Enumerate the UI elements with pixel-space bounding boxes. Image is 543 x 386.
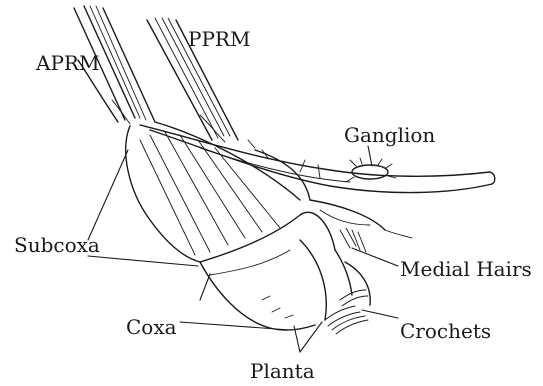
label-planta: Planta — [250, 359, 315, 383]
label-ganglion: Ganglion — [344, 123, 435, 147]
label-subcoxa: Subcoxa — [14, 233, 100, 257]
medial-hairs-shape — [320, 210, 370, 252]
coxa-segment — [200, 212, 335, 330]
label-crochets: Crochets — [400, 319, 491, 343]
body-wall — [140, 125, 495, 238]
subcoxa-segment — [126, 122, 300, 262]
label-pprm: PPRM — [188, 27, 250, 51]
planta-segment — [262, 240, 370, 320]
label-coxa: Coxa — [126, 315, 177, 339]
label-medial-hairs: Medial Hairs — [400, 257, 532, 281]
crochets-shape — [325, 290, 368, 334]
label-aprm: APRM — [35, 51, 99, 75]
